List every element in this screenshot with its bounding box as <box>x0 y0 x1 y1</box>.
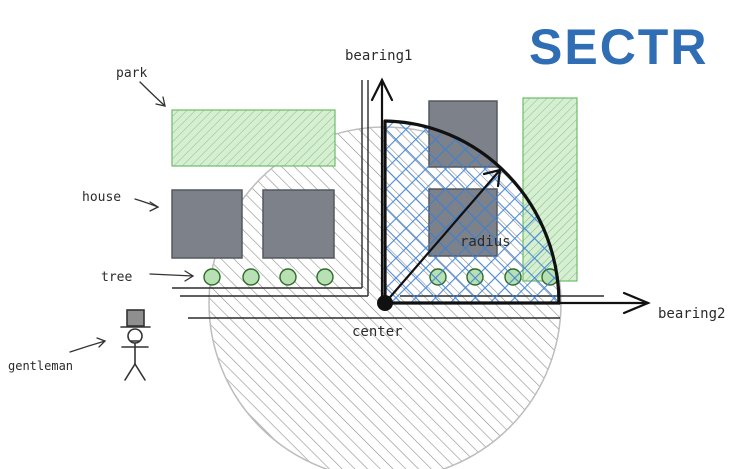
label-house: house <box>82 190 121 205</box>
annotation-arrows <box>69 81 195 353</box>
bearing1-arrow <box>370 77 394 305</box>
park-left <box>171 109 336 167</box>
tree-4 <box>316 268 334 286</box>
radius-arrow <box>383 168 502 305</box>
streets <box>172 80 604 319</box>
center-point <box>377 295 393 311</box>
label-bearing2: bearing2 <box>658 306 725 322</box>
label-bearing1: bearing1 <box>345 48 412 64</box>
logo-sectr: SECTR <box>529 19 708 75</box>
label-radius: radius <box>460 234 511 250</box>
label-gentleman: gentleman <box>8 359 73 373</box>
label-tree: tree <box>101 270 132 285</box>
house-1 <box>171 189 243 259</box>
gentleman-icon <box>120 309 151 381</box>
sector-quarter <box>383 119 561 305</box>
house-2 <box>262 189 335 259</box>
label-center: center <box>352 324 403 340</box>
tree-2 <box>242 268 260 286</box>
tree-3 <box>279 268 297 286</box>
bearing2-arrow <box>383 291 651 315</box>
label-park: park <box>116 66 147 81</box>
tree-1 <box>203 268 221 286</box>
